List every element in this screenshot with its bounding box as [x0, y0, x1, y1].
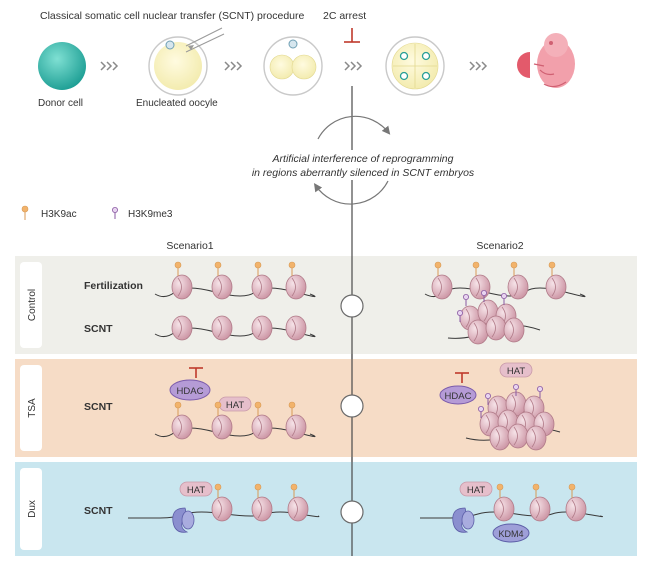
- chevron-arrows-icon: [100, 61, 488, 71]
- cycle-arrows-icon: [313, 115, 391, 205]
- control-label: Control: [27, 289, 38, 321]
- tsa-s2-hdac-label: HDAC: [445, 391, 472, 402]
- dux-axis-node: [340, 500, 364, 524]
- control-panel: [15, 256, 637, 354]
- dux-s2-kdm4-label: KDM4: [498, 529, 523, 539]
- donor-cell-icon: [38, 42, 86, 90]
- oocyte-icon: [148, 27, 225, 96]
- control-s2-fertilization-chromatin: [424, 261, 586, 300]
- tsa-s1-chromatin: [154, 401, 316, 440]
- tsa-axis-node: [340, 394, 364, 418]
- tsa-s1-hdac-label: HDAC: [177, 386, 204, 397]
- dux-s1-hat-protein: HAT: [179, 481, 213, 497]
- scenario2-header: Scenario2: [476, 240, 523, 252]
- control-s1-scnt-chromatin: [154, 315, 316, 341]
- cycle-text-line2: in regions aberrantly silenced in SCNT e…: [252, 167, 475, 179]
- dux-s2-hat-protein: HAT: [459, 481, 493, 497]
- tsa-tab: TSA: [20, 365, 42, 451]
- arrest-label: 2C arrest: [323, 10, 366, 22]
- two-cell-embryo-icon: [263, 36, 323, 96]
- tsa-s1-inhibit-icon: [189, 367, 203, 378]
- control-s2-scnt-heterochromatin: [447, 289, 541, 345]
- control-tab: Control: [20, 262, 42, 348]
- dux-tab: Dux: [20, 468, 42, 550]
- tsa-s2-heterochromatin: [465, 383, 561, 451]
- cycle-text-line1: Artificial interference of reprogramming: [272, 153, 454, 165]
- dux-s2-dux-protein-icon: [452, 507, 475, 533]
- h3k9me3-legend-icon: [111, 206, 119, 220]
- tsa-s1-hat-protein: HAT: [218, 396, 252, 412]
- procedure-title: Classical somatic cell nuclear transfer …: [40, 10, 304, 22]
- scenario1-header: Scenario1: [166, 240, 213, 252]
- tsa-scnt-label: SCNT: [84, 401, 113, 413]
- four-cell-embryo-icon: [385, 36, 445, 96]
- tsa-label: TSA: [27, 398, 38, 418]
- tsa-s1-hdac-protein: HDAC: [169, 379, 211, 401]
- legend-h3k9me3: H3K9me3: [128, 209, 173, 220]
- tsa-s2-inhibit-icon: [455, 372, 469, 383]
- dux-s2-hat-label: HAT: [467, 485, 485, 496]
- h3k9ac-legend-icon: [21, 205, 29, 221]
- oocyte-label: Enucleated oocyle: [136, 98, 218, 109]
- control-axis-node: [340, 294, 364, 318]
- control-s1-fertilization-chromatin: [154, 261, 316, 300]
- donor-cell-label: Donor cell: [38, 98, 83, 109]
- tsa-s2-hat-protein: HAT: [499, 362, 533, 378]
- tsa-s2-hdac-protein: HDAC: [439, 385, 477, 405]
- fetus-icon: [517, 33, 575, 88]
- dux-s2-kdm4-protein: KDM4: [492, 523, 530, 543]
- dux-scnt-label: SCNT: [84, 505, 113, 517]
- dux-s1-hat-label: HAT: [187, 485, 205, 496]
- control-scnt-label: SCNT: [84, 323, 113, 335]
- control-fertilization-label: Fertilization: [84, 280, 143, 292]
- legend-h3k9ac: H3K9ac: [41, 209, 77, 220]
- dux-s1-dux-protein-icon: [172, 507, 195, 533]
- tsa-s1-hat-label: HAT: [226, 400, 244, 411]
- dux-label: Dux: [27, 500, 38, 518]
- inhibit-icon: [344, 28, 360, 43]
- tsa-s2-hat-label: HAT: [507, 366, 525, 377]
